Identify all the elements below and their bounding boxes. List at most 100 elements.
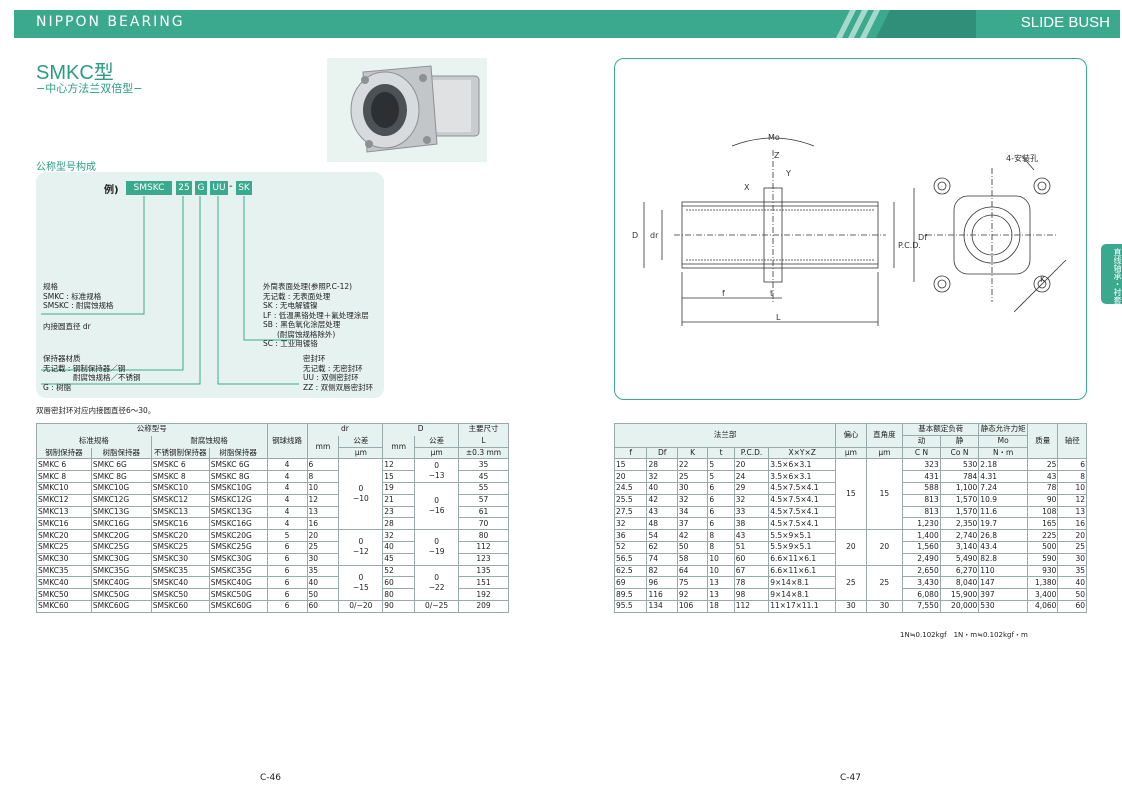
table-cell: 6.6×11×6.1 [768,552,837,566]
table-cell: SMSKC35G [208,564,268,578]
table-cell: 6 [707,481,735,495]
product-photo [327,58,487,162]
table-cell: 110 [978,564,1029,578]
table-cell: 23 [382,505,416,519]
hdr-ecc: 偏心 [835,423,867,448]
table-cell: 151 [458,576,509,590]
table-cell: 323 [902,458,941,472]
hdr-Mo-unit: N・m [978,446,1029,460]
table-cell: 3.5×6×3.1 [768,470,837,483]
right-spec-table: 法兰部 偏心 直角度 基本额定负荷 静态允许力矩 质量 轴径 动 静 Mo f … [613,422,1087,613]
table-cell: SMSKC35 [150,564,210,578]
table-cell: SMSKC40 [150,576,210,590]
table-cell: 106 [676,599,709,613]
lbl-X: X [744,183,750,192]
table-cell: 147 [978,576,1029,590]
table-cell: 6 [266,564,308,578]
dr-tol-group: 0−12 [338,529,384,566]
dr-tol-group: 0−15 [338,564,384,601]
table-cell: SMSKC12G [208,493,268,507]
lbl-t: t [770,289,773,298]
table-cell: 588 [902,481,941,495]
table-cell: SMKC 8 [36,470,92,483]
table-cell: 4.31 [978,470,1029,483]
hdr-C: C N [902,446,941,460]
config-example-label: 例) [104,185,119,196]
D-tol-group: 0−16 [414,481,460,531]
table-cell: 4 [266,517,308,531]
table-cell: 19.7 [978,517,1029,531]
table-cell: 56.5 [613,552,648,566]
table-cell: 10.9 [978,493,1029,507]
note-seal: 密封环 无记载 : 无密封环 UU : 双侧密封环 ZZ : 双侧双唇密封环 [303,354,374,392]
D-tol-group: 0−22 [414,564,460,601]
table-cell: 18 [707,599,735,613]
hdr-std: 标准规格 [36,434,152,448]
D-tol-cell: 0/−25 [414,599,460,613]
note-surface: 外筒表面处理(参照P.C-12) 无记载 : 无表面处理 SK : 无电解镀镍 … [263,282,369,348]
table-cell: 13 [306,505,340,519]
table-cell: 3,430 [902,576,941,590]
table-cell: SMKC20G [90,529,152,542]
table-cell: 25 [306,540,340,554]
table-cell: 6 [707,517,735,531]
table-cell: 116 [646,588,678,601]
table-cell: SMSKC25G [208,540,268,554]
table-cell: 112 [733,599,770,613]
table-cell: 2,350 [939,517,980,531]
lbl-Df: Df [918,233,927,242]
table-cell: 82 [646,564,678,578]
hdr-mass: 质量 [1027,422,1059,460]
table-cell: 1,100 [939,481,980,495]
table-cell: 32 [646,470,678,483]
table-cell: 3,140 [939,540,980,554]
table-cell: 20,000 [939,599,980,613]
table-cell: 13 [707,588,735,601]
table-cell: 5,490 [939,552,980,566]
table-cell: 24 [733,470,770,483]
table-cell: SMSKC13G [208,505,268,519]
table-cell: 8 [1057,470,1087,483]
table-cell: 61 [458,505,509,519]
table-cell: 25.5 [613,493,648,507]
table-cell: 95.5 [613,599,648,613]
table-cell: SMKC 6G [90,458,152,472]
table-cell: 6 [707,505,735,519]
table-cell: SMSKC16 [150,517,210,531]
page-number-left: C-46 [260,773,281,783]
model-subtitle: −中心方法兰双倍型− [36,82,143,95]
table-cell: SMSKC20G [208,529,268,542]
hdr-t: t [707,446,735,460]
perp-group: 25 [865,564,904,601]
left-spec-table: 公称型号 钢球线路 dr D 主要尺寸 标准规格 耐腐蚀规格 mm 公差 mm … [36,422,509,613]
hdr-ecc-unit: μm [835,446,867,460]
table-cell: 6 [266,540,308,554]
table-cell: 27.5 [613,505,648,519]
table-cell: 51 [733,540,770,554]
table-cell: 2.18 [978,458,1029,472]
table-cell: SMSKC16G [208,517,268,531]
table-cell: 33 [733,505,770,519]
table-cell: SMSKC13 [150,505,210,519]
table-cell: 96 [646,576,678,590]
table-cell: SMKC10G [90,481,152,495]
table-cell: 500 [1027,540,1059,554]
ecc-group: 25 [835,564,867,601]
table-cell: 4 [266,481,308,495]
table-cell: SMKC30G [90,552,152,566]
table-cell: SMKC50G [90,588,152,601]
table-cell: 10 [707,552,735,566]
table-cell: 11×17×11.1 [768,599,837,613]
hdr-Co: Co N [939,446,980,460]
table-cell: 52 [382,564,416,578]
table-cell: 4.5×7.5×4.1 [768,493,837,507]
lbl-L: L [776,313,781,322]
table-cell: 25 [1057,540,1087,554]
table-cell: SMKC13 [36,505,92,519]
table-cell: 52 [613,540,648,554]
table-cell: 11.6 [978,505,1029,519]
